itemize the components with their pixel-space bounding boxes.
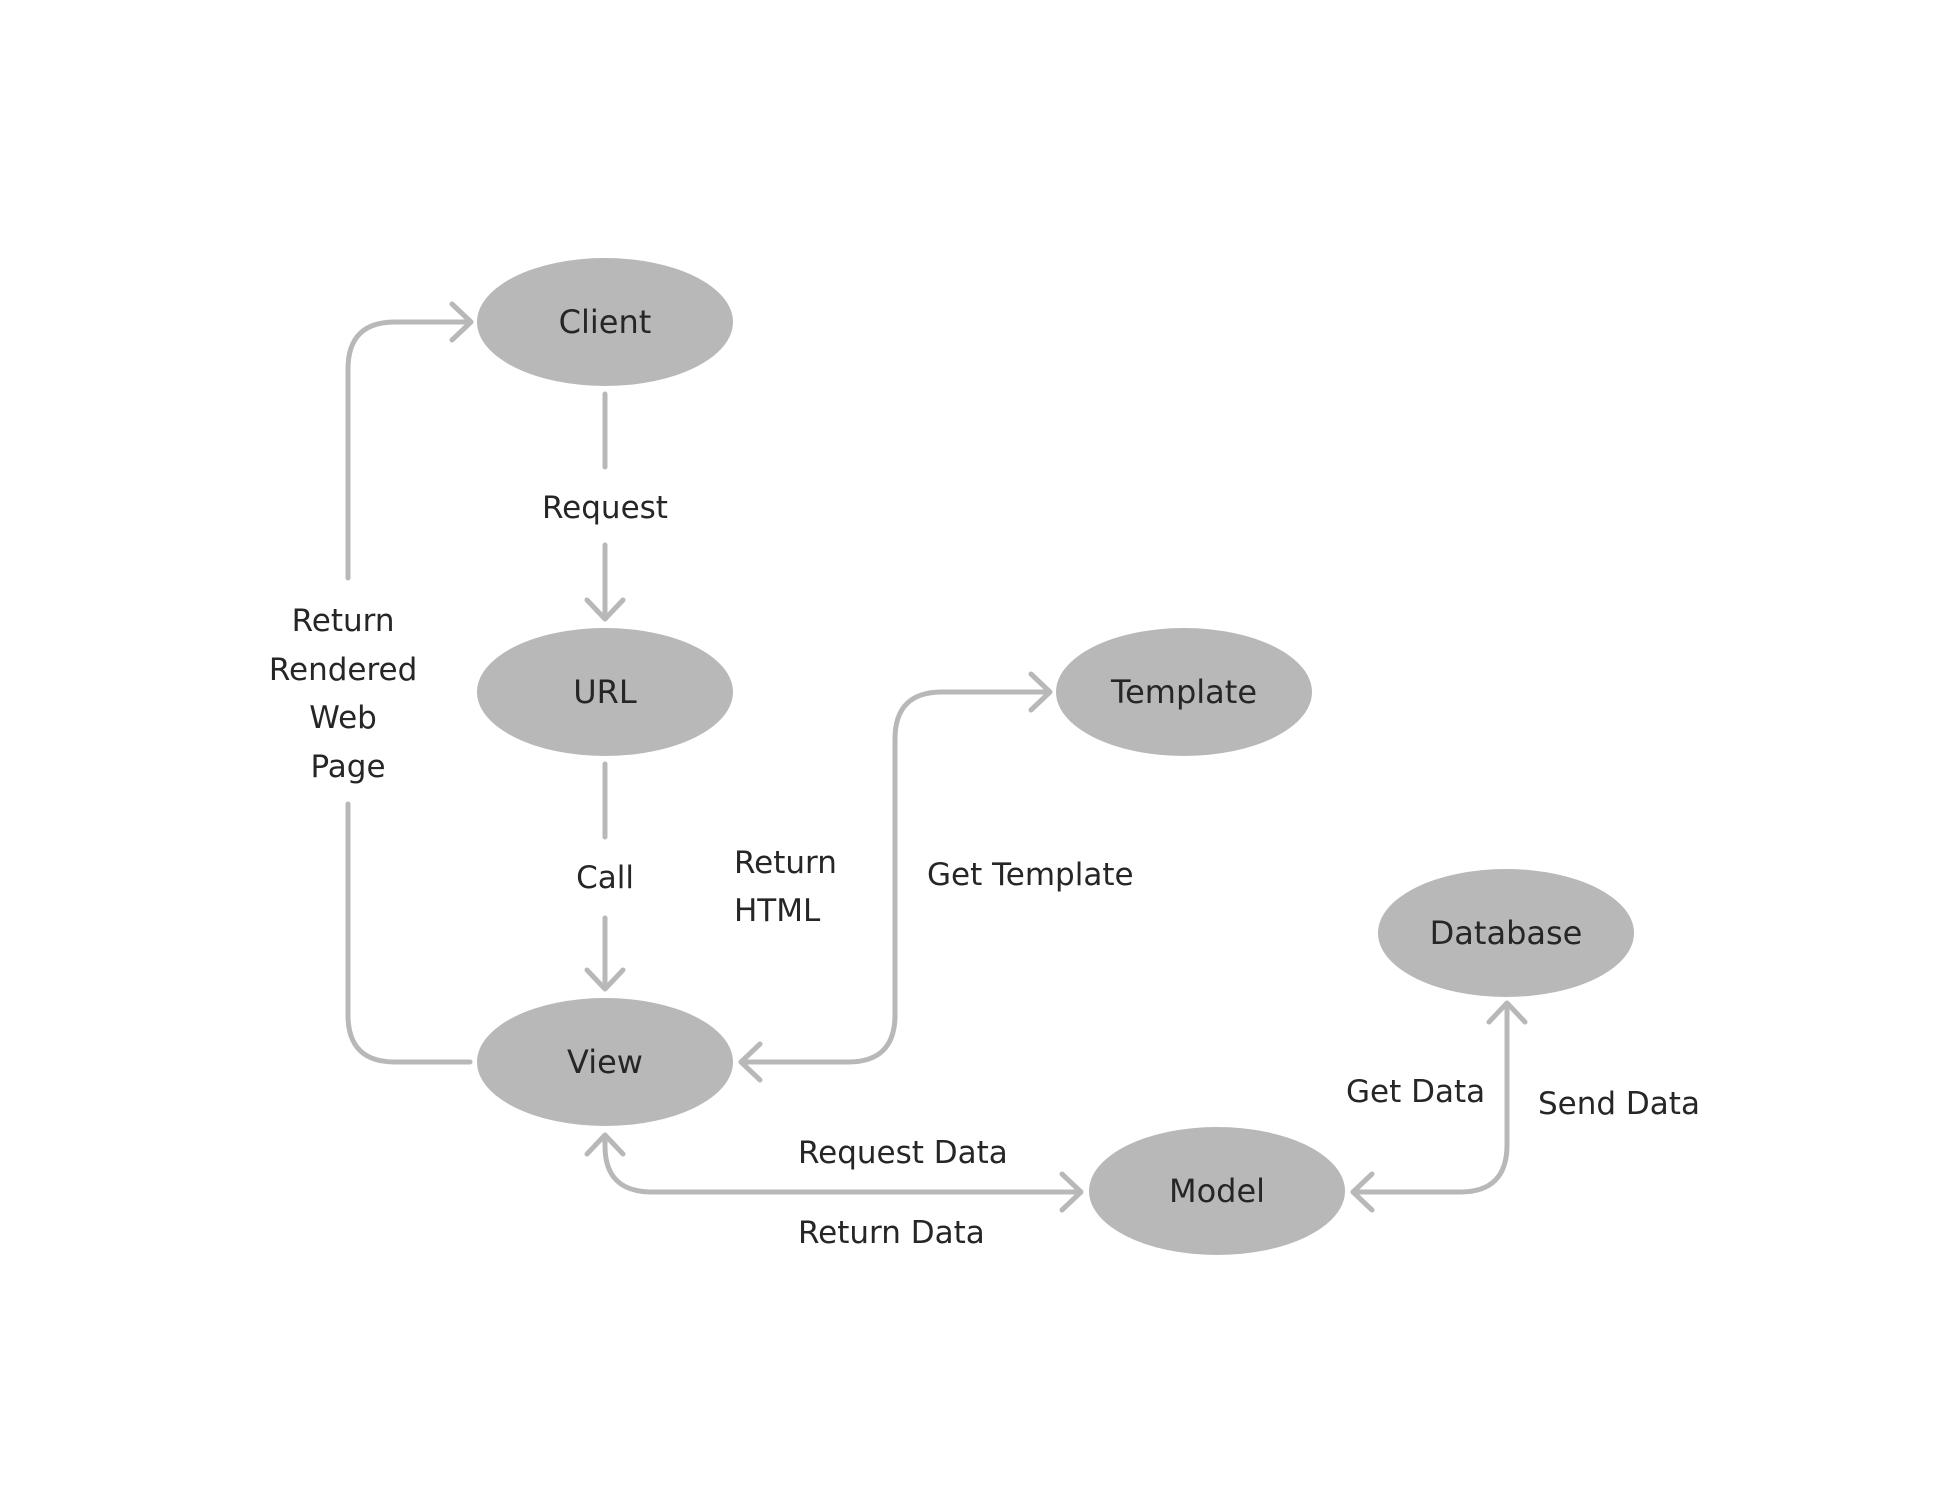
node-url-label: URL	[573, 673, 637, 711]
label-return-html: Return HTML	[734, 845, 847, 929]
arrowhead-model-from-view	[1059, 1171, 1084, 1213]
node-database-shape	[1378, 869, 1634, 997]
arrowhead-model-from-database	[1350, 1171, 1375, 1213]
label-get-data: Get Data	[1346, 1074, 1485, 1110]
node-url-shape	[477, 628, 733, 756]
arrowhead-view-from-template	[738, 1041, 763, 1083]
node-client-shape	[477, 258, 733, 386]
label-request: Request	[542, 490, 668, 526]
connector-view-to-client-lower	[345, 801, 473, 1065]
label-return-rendered-web-page-line-2: Rendered	[269, 652, 417, 688]
node-template-label: Template	[1110, 673, 1257, 711]
node-url: URL	[477, 628, 733, 756]
label-return-data: Return Data	[798, 1215, 985, 1251]
label-return-html-line-1: Return	[734, 845, 837, 881]
node-template: Template	[1056, 628, 1312, 756]
edge-labels: Request Call Return Rendered Web Page Re…	[269, 490, 1700, 1251]
node-template-shape	[1056, 628, 1312, 756]
label-return-rendered-web-page-line-1: Return	[292, 603, 395, 639]
node-client-label: Client	[559, 303, 652, 341]
connector-view-model	[602, 1133, 1083, 1195]
node-database: Database	[1378, 869, 1634, 997]
arrowhead-view-from-model	[584, 1132, 626, 1157]
label-get-template: Get Template	[927, 857, 1134, 893]
node-model-label: Model	[1169, 1172, 1265, 1210]
label-return-rendered-web-page-line-3: Web	[309, 700, 377, 736]
connector-model-database	[1350, 1001, 1510, 1195]
arrowhead-view-from-url	[584, 967, 626, 992]
node-client: Client	[477, 258, 733, 386]
arrowhead-database	[1486, 1000, 1528, 1025]
node-model-shape	[1089, 1127, 1345, 1255]
label-return-rendered-web-page: Return Rendered Web Page	[269, 603, 427, 785]
node-view-label: View	[567, 1043, 643, 1081]
node-database-label: Database	[1430, 914, 1583, 952]
connector-view-template	[738, 689, 1052, 1065]
label-return-html-line-2: HTML	[734, 893, 821, 929]
arrowhead-template	[1028, 671, 1053, 713]
node-view: View	[477, 998, 733, 1126]
arrowhead-url	[584, 597, 626, 622]
label-send-data: Send Data	[1538, 1086, 1700, 1122]
connectors	[345, 301, 1528, 1213]
nodes: Client URL View Template Database Model	[477, 258, 1634, 1255]
arrowhead-client	[449, 301, 474, 343]
label-call: Call	[576, 860, 634, 896]
label-return-rendered-web-page-line-4: Page	[310, 749, 385, 785]
node-model: Model	[1089, 1127, 1345, 1255]
node-view-shape	[477, 998, 733, 1126]
label-request-data: Request Data	[798, 1135, 1008, 1171]
connector-view-to-client-upper	[345, 319, 473, 581]
